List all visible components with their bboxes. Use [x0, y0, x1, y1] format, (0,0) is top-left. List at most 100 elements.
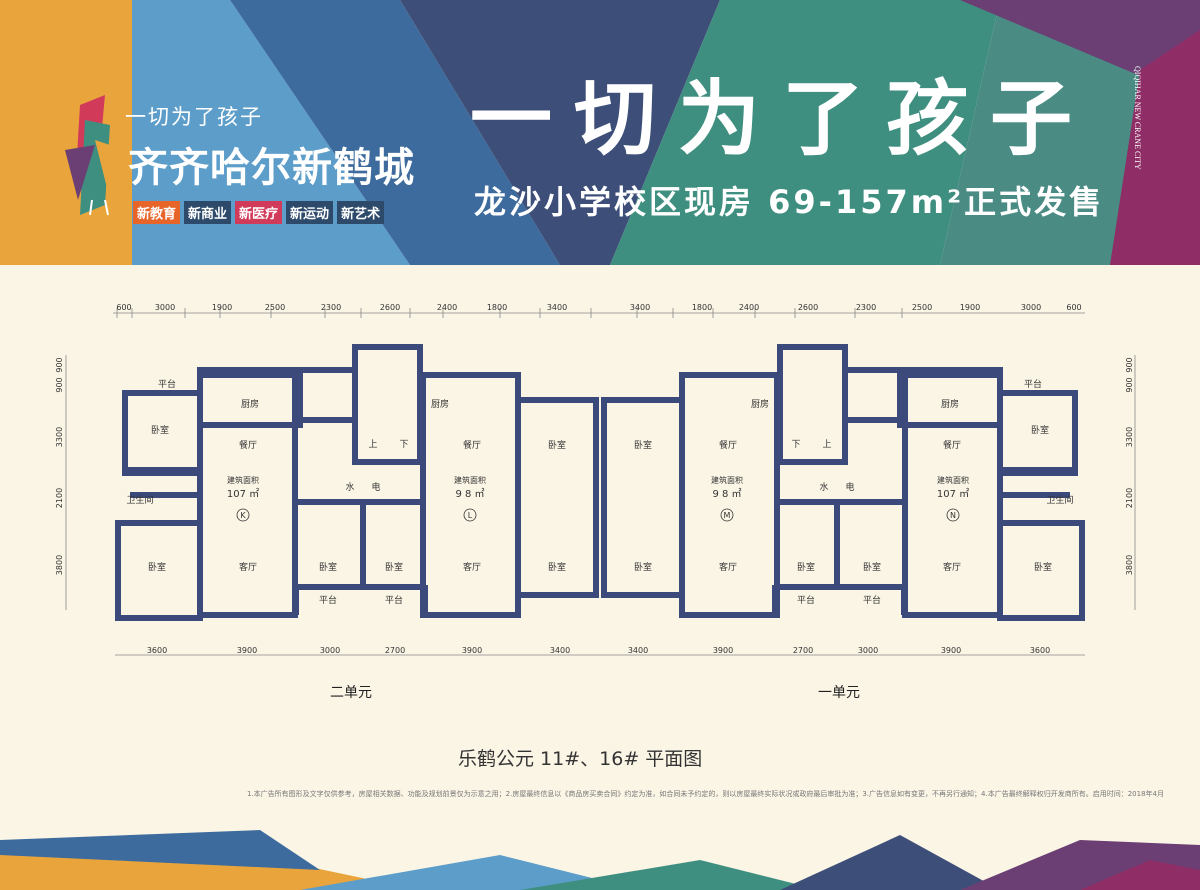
- unit-letter-circle: [236, 508, 250, 522]
- unit-letter: M: [724, 511, 731, 520]
- top-dimension-label: 3000: [155, 303, 175, 312]
- room-terrace: 平台: [385, 594, 403, 606]
- feature-tags: 新教育 新商业 新医疗 新运动 新艺术: [133, 201, 385, 224]
- wall-rect: [777, 344, 848, 465]
- side-dimension-label-right: 3300: [1125, 427, 1134, 447]
- unit-letter: N: [950, 511, 956, 520]
- room-terrace: 平台: [158, 378, 176, 390]
- wall-rect: [774, 499, 840, 590]
- room-dining: 餐厅: [943, 439, 961, 451]
- room-dining: 餐厅: [239, 439, 257, 451]
- wall-rect: [515, 397, 599, 598]
- room-bedroom: 卧室: [151, 424, 169, 436]
- side-dimension-label-right: 2100: [1125, 488, 1134, 508]
- top-dimension-label: 3000: [1021, 303, 1041, 312]
- feature-tag: 新艺术: [337, 201, 385, 224]
- side-dimension-label-right: 900: [1125, 357, 1134, 372]
- bottom-dimension-label: 3900: [237, 646, 257, 655]
- header-banner: 一切为了孩子 齐齐哈尔新鹤城 新教育 新商业 新医疗 新运动 新艺术 一切为了孩…: [0, 0, 1200, 265]
- top-dimension-label: 2300: [321, 303, 341, 312]
- bottom-dimension-label: 3000: [320, 646, 340, 655]
- room-water: 水: [345, 481, 354, 493]
- room-electric: 水: [819, 481, 828, 493]
- room-terrace: 平台: [319, 594, 337, 606]
- unit-letter-circle: [463, 508, 477, 522]
- area-label: 建筑面积: [454, 475, 486, 485]
- top-dimension-label: 600: [116, 303, 131, 312]
- brand-name: 齐齐哈尔新鹤城: [128, 145, 415, 191]
- room-kitchen: 厨房: [431, 398, 449, 410]
- room-bedroom: 卧室: [548, 561, 566, 573]
- room-bedroom: 卧室: [634, 561, 652, 573]
- top-dimension-label: 1900: [212, 303, 232, 312]
- stair-up: 上: [368, 439, 377, 450]
- room-bathroom: 卫生间: [1046, 494, 1073, 506]
- bottom-dimension-label: 3900: [462, 646, 482, 655]
- room-kitchen: 厨房: [751, 398, 769, 410]
- wall-rect: [842, 367, 903, 423]
- room-bedroom: 卧室: [1031, 424, 1049, 436]
- side-dimension-label-left: 3800: [55, 555, 64, 575]
- wall-rect: [352, 344, 423, 465]
- disclaimer-text: 1.本广告所有图形及文字仅供参考，房屋相关数据、功能及规划前景仅为示意之用；2.…: [247, 790, 1164, 798]
- area-label: 建筑面积: [937, 475, 969, 485]
- area-label: 建筑面积: [711, 475, 743, 485]
- english-vertical-text: QIQIHAR NEW CRANE CITY: [1133, 66, 1142, 170]
- room-electric: 电: [371, 481, 380, 493]
- top-dimension-label: 600: [1066, 303, 1081, 312]
- room-bedroom: 卧室: [797, 561, 815, 573]
- side-dimension-label-right: 900: [1125, 377, 1134, 392]
- unit-name-right: 一单元: [818, 685, 860, 701]
- bottom-dimension-label: 3600: [147, 646, 167, 655]
- feature-tag: 新运动: [286, 201, 334, 224]
- bottom-dimension-label: 3900: [713, 646, 733, 655]
- wall-rect: [834, 499, 908, 590]
- room-bedroom: 卧室: [385, 561, 403, 573]
- wall-rect: [197, 367, 303, 428]
- room-terrace: 平台: [863, 594, 881, 606]
- plan-caption: 乐鹤公元 11#、16# 平面图: [458, 748, 703, 770]
- brand-slogan: 一切为了孩子: [125, 105, 263, 129]
- area-value: 107 ㎡: [937, 488, 969, 500]
- room-kitchen: 厨房: [941, 398, 959, 410]
- room-dining: 餐厅: [463, 439, 481, 451]
- room-water: 电: [845, 481, 854, 493]
- side-dimension-label-left: 900: [55, 377, 64, 392]
- side-dimension-label-left: 900: [55, 357, 64, 372]
- unit-name-left: 二单元: [330, 685, 372, 701]
- bottom-dimension-label: 2700: [385, 646, 405, 655]
- banner-background: [0, 0, 1200, 265]
- room-bedroom: 卧室: [148, 561, 166, 573]
- room-kitchen: 厨房: [241, 398, 259, 410]
- top-dimension-label: 2400: [437, 303, 457, 312]
- subline: 龙沙小学校区现房 69-157m²正式发售: [474, 183, 1105, 221]
- room-bedroom: 卧室: [863, 561, 881, 573]
- room-bathroom: 卫生间: [126, 494, 153, 506]
- wall-rect: [297, 367, 358, 423]
- side-dimension-label-left: 3300: [55, 427, 64, 447]
- room-bedroom: 卧室: [634, 439, 652, 451]
- feature-tag: 新教育: [133, 201, 181, 224]
- bottom-dimension-label: 3900: [941, 646, 961, 655]
- room-living: 客厅: [943, 561, 961, 573]
- feature-tag: 新商业: [184, 201, 232, 224]
- top-dimension-label: 1900: [960, 303, 980, 312]
- top-dimension-label: 2300: [856, 303, 876, 312]
- area-value: 107 ㎡: [227, 488, 259, 500]
- side-dimension-label-right: 3800: [1125, 555, 1134, 575]
- unit-letter-circle: [946, 508, 960, 522]
- top-dimension-label: 1800: [692, 303, 712, 312]
- stair-up: 上: [822, 439, 831, 450]
- top-dimension-label: 2600: [380, 303, 400, 312]
- room-living: 客厅: [463, 561, 481, 573]
- bottom-dimension-label: 2700: [793, 646, 813, 655]
- top-dimension-label: 3400: [630, 303, 650, 312]
- wall-rect: [601, 397, 685, 598]
- room-living: 客厅: [719, 561, 737, 573]
- bottom-dimension-label: 3000: [858, 646, 878, 655]
- stair-down: 下: [399, 440, 408, 450]
- top-dimension-label: 2600: [798, 303, 818, 312]
- room-bedroom: 卧室: [319, 561, 337, 573]
- walls: [115, 344, 1085, 621]
- area-label: 建筑面积: [227, 475, 259, 485]
